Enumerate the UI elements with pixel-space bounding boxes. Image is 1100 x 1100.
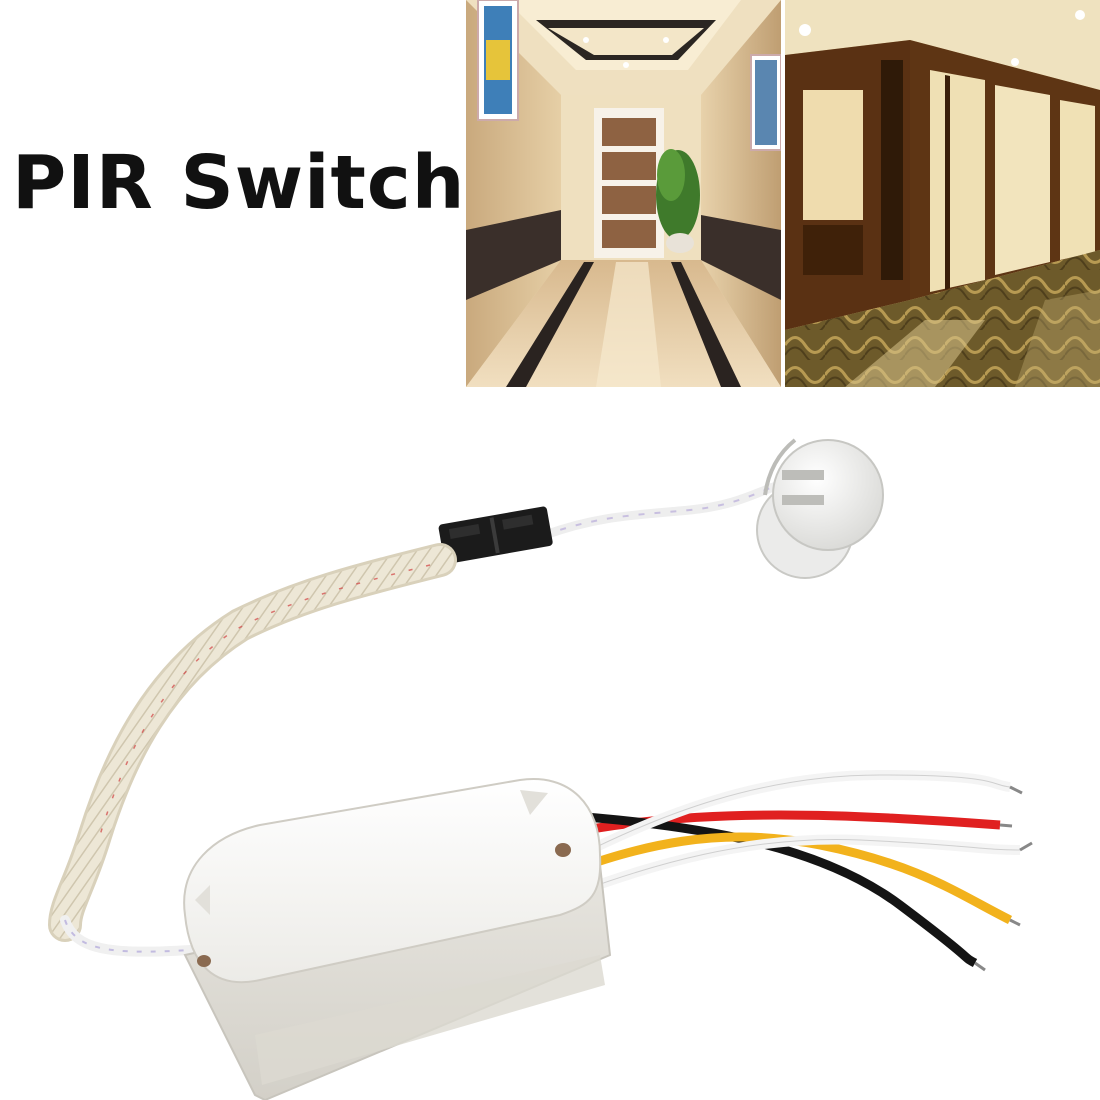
hallway-interior-photo bbox=[466, 0, 781, 387]
corridor-wood-panel-photo bbox=[785, 0, 1100, 387]
pir-sensor-switch-product-photo bbox=[0, 395, 1100, 1100]
page-title: PIR Switch bbox=[12, 140, 466, 226]
